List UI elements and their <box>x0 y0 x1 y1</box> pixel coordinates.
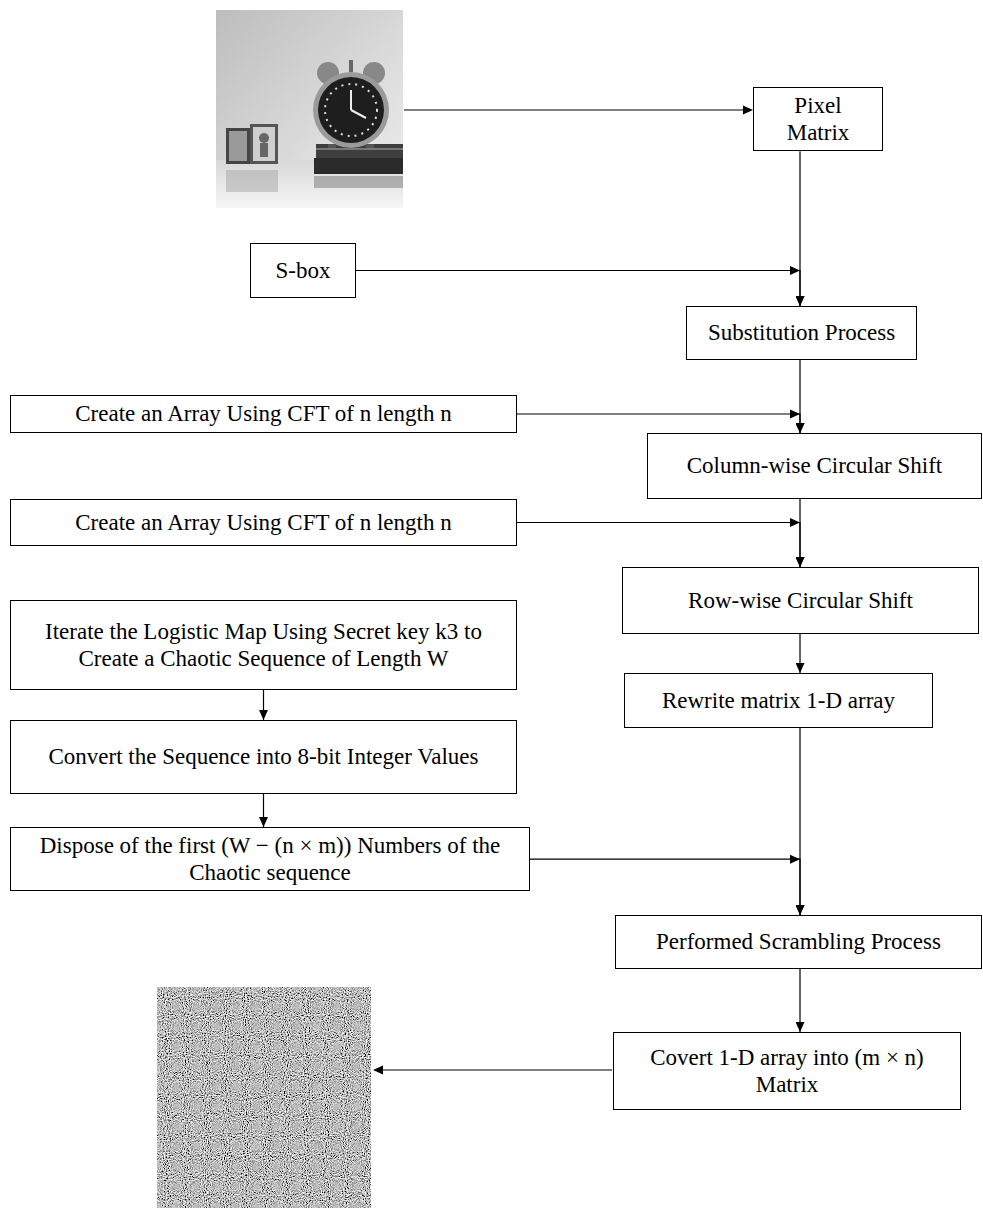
cipher-image <box>157 987 371 1208</box>
flow-arrow <box>800 969 801 1032</box>
connector-line <box>799 969 800 1032</box>
connector-line <box>263 690 264 720</box>
process-box: Convert the Sequence into 8-bit Integer … <box>10 720 517 794</box>
process-box: Rewrite matrix 1-D array <box>624 673 933 728</box>
box-label: Column-wise Circular Shift <box>687 452 943 479</box>
box-label: Create an Array Using CFT of n length n <box>75 400 451 427</box>
box-label: Performed Scrambling Process <box>656 928 941 955</box>
flow-arrow <box>517 410 800 434</box>
process-box: Performed Scrambling Process <box>615 915 982 969</box>
process-box: Covert 1-D array into (m × n) Matrix <box>613 1032 961 1110</box>
arrow-head <box>373 1066 383 1075</box>
box-label: Covert 1-D array into (m × n) Matrix <box>622 1044 952 1098</box>
box-label: Rewrite matrix 1-D array <box>662 687 895 714</box>
process-box: Row-wise Circular Shift <box>622 567 979 634</box>
clock-photo <box>216 10 403 208</box>
process-box: Dispose of the first (W − (n × m)) Numbe… <box>10 827 530 891</box>
box-label: Iterate the Logistic Map Using Secret ke… <box>19 618 508 672</box>
input-arrow <box>404 109 744 110</box>
connector-line <box>517 414 800 433</box>
process-box: Create an Array Using CFT of n length n <box>10 499 517 546</box>
flow-arrow <box>263 794 264 827</box>
connector-line <box>799 634 800 673</box>
flow-arrow <box>517 518 800 567</box>
box-label: Create an Array Using CFT of n length n <box>75 509 451 536</box>
flow-arrow <box>800 634 801 673</box>
box-label: Substitution Process <box>708 319 895 346</box>
process-box: Iterate the Logistic Map Using Secret ke… <box>10 600 517 690</box>
flow-arrow <box>263 690 264 720</box>
connector-line <box>517 523 800 568</box>
process-box: Column-wise Circular Shift <box>647 433 982 499</box>
arrow-head <box>743 106 753 115</box>
process-box: S-box <box>250 243 356 298</box>
box-label: Dispose of the first (W − (n × m)) Numbe… <box>19 832 521 886</box>
output-arrow <box>382 1069 612 1070</box>
process-box: Pixel Matrix <box>753 87 883 151</box>
connector-line <box>530 859 800 915</box>
process-box: Substitution Process <box>686 306 917 360</box>
connector-line <box>263 794 264 827</box>
flow-arrow <box>356 266 800 306</box>
box-label: Convert the Sequence into 8-bit Integer … <box>48 743 478 770</box>
box-label: S-box <box>276 257 331 284</box>
flow-arrow <box>530 855 800 915</box>
connector-line <box>356 271 800 307</box>
box-label: Pixel Matrix <box>762 92 874 146</box>
process-box: Create an Array Using CFT of n length n <box>10 395 517 433</box>
box-label: Row-wise Circular Shift <box>688 587 913 614</box>
